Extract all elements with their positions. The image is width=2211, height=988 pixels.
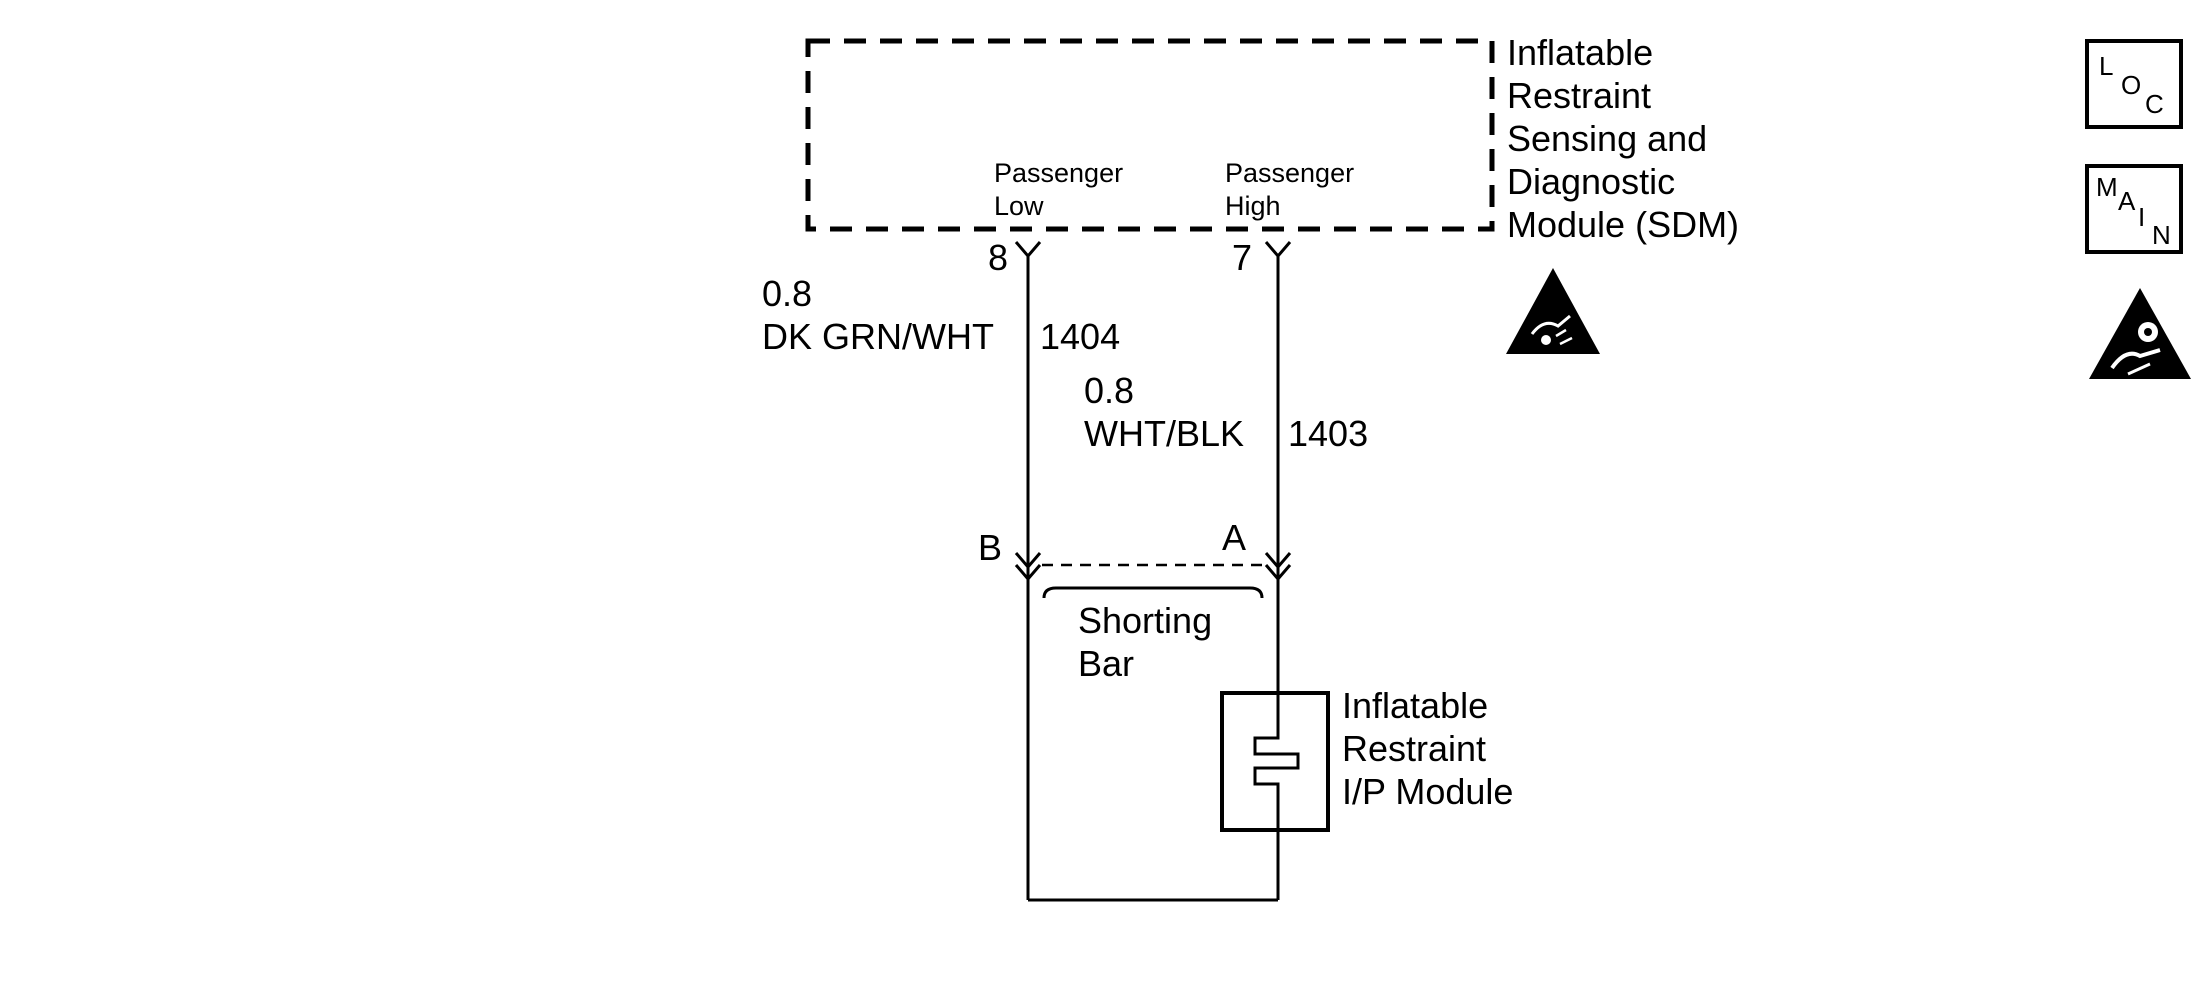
wire-1404-color: DK GRN/WHT xyxy=(762,316,994,357)
pin-high-label-line: Passenger xyxy=(1225,158,1354,188)
ip-module-name: Inflatable Restraint I/P Module xyxy=(1342,685,1513,812)
loc-icon: L O C xyxy=(2085,39,2183,129)
shorting-bar-label-line: Shorting xyxy=(1078,600,1212,641)
pin-low-label: Passenger Low xyxy=(994,158,1131,221)
ip-module-name-line: Inflatable xyxy=(1342,685,1488,726)
sdm-name-line: Module (SDM) xyxy=(1507,204,1739,245)
sdm-name-line: Inflatable xyxy=(1507,32,1653,73)
shorting-bar-label: Shorting Bar xyxy=(1078,600,1222,684)
main-icon: M A I N xyxy=(2085,164,2183,254)
esd-warning-icon xyxy=(1506,268,1600,354)
terminal-a-label: A xyxy=(1222,517,1246,558)
wire-1403-color: WHT/BLK xyxy=(1084,413,1244,454)
airbag-warning-icon xyxy=(2089,288,2191,379)
sdm-outline xyxy=(805,38,1495,232)
ip-module-name-line: I/P Module xyxy=(1342,771,1513,812)
shorting-bar-bracket xyxy=(1042,586,1264,599)
pin-low-number: 8 xyxy=(988,237,1008,278)
svg-text:I: I xyxy=(2138,202,2145,232)
pin-low-label-line: Low xyxy=(994,191,1044,221)
terminal-b-label: B xyxy=(978,527,1002,568)
svg-text:N: N xyxy=(2152,220,2171,250)
svg-text:A: A xyxy=(2118,186,2136,216)
sdm-terminal-low xyxy=(1014,241,1042,259)
svg-text:L: L xyxy=(2099,51,2113,81)
squib-symbol xyxy=(1253,693,1300,830)
ip-module-box xyxy=(1220,691,1330,832)
svg-text:C: C xyxy=(2145,89,2164,119)
terminal-a-mark xyxy=(1264,552,1292,582)
wire-1403-circuit: 1403 xyxy=(1288,413,1368,454)
wire-1404-circuit: 1404 xyxy=(1040,316,1120,357)
wire-1404-gauge: 0.8 xyxy=(762,273,812,314)
shorting-bar-label-line: Bar xyxy=(1078,643,1134,684)
sdm-name-line: Diagnostic xyxy=(1507,161,1675,202)
terminal-b-mark xyxy=(1014,552,1042,582)
sdm-name: Inflatable Restraint Sensing and Diagnos… xyxy=(1507,32,1739,245)
sdm-terminal-high xyxy=(1264,241,1292,259)
svg-text:O: O xyxy=(2121,70,2141,100)
pin-high-label-line: High xyxy=(1225,191,1281,221)
pin-high-label: Passenger High xyxy=(1225,158,1362,221)
sdm-name-line: Sensing and xyxy=(1507,118,1707,159)
svg-text:M: M xyxy=(2096,172,2118,202)
sdm-name-line: Restraint xyxy=(1507,75,1651,116)
pin-high-number: 7 xyxy=(1232,237,1252,278)
ip-module-name-line: Restraint xyxy=(1342,728,1486,769)
wire-1403-gauge: 0.8 xyxy=(1084,370,1134,411)
pin-low-label-line: Passenger xyxy=(994,158,1123,188)
